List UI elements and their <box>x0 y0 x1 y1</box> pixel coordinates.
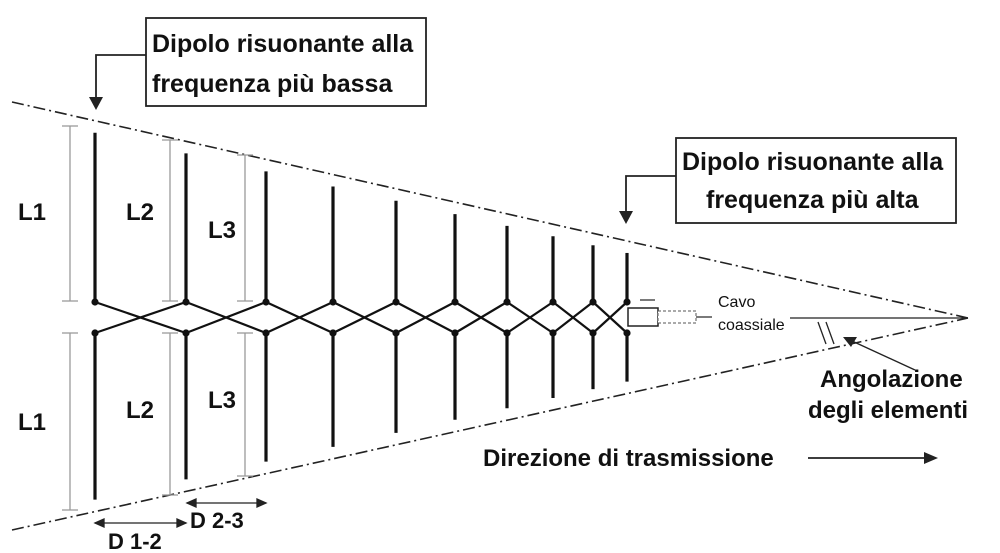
angle-label-line1: Angolazione <box>820 366 963 393</box>
feed-line-segment <box>552 301 594 334</box>
arrow-down-icon <box>89 97 103 110</box>
crossed-feed-lines <box>94 300 628 335</box>
label-l1-top: L1 <box>18 199 46 226</box>
angle-pointer-arrow <box>843 337 916 371</box>
feed-line-segment <box>395 301 456 334</box>
label-l3-top: L3 <box>208 217 236 244</box>
feed-line-segment <box>454 301 508 334</box>
feed-line-segment <box>94 300 187 335</box>
cable-label-line2: coassiale <box>718 317 785 334</box>
feed-line-segment <box>265 301 334 334</box>
upper-envelope-line <box>11 101 969 319</box>
feed-line-segment <box>506 301 554 334</box>
dimension-l3-top <box>237 154 253 302</box>
dimension-l3-bottom <box>237 332 253 477</box>
coax-connector <box>627 299 712 327</box>
angle-marker <box>817 321 835 345</box>
dimension-l2-bottom <box>162 332 178 496</box>
feed-line-segment <box>592 301 628 334</box>
label-d23: D 2-3 <box>190 508 244 533</box>
feed-line-segment <box>185 300 267 335</box>
dimension-d12 <box>93 517 188 529</box>
label-d12: D 1-2 <box>108 529 162 553</box>
lower-envelope-line <box>11 317 969 531</box>
callout-highest-frequency: Dipolo risuonante alla frequenza più alt… <box>619 137 957 224</box>
callout-high-line1: Dipolo risuonante alla <box>682 148 944 176</box>
callout-lowest-frequency: Dipolo risuonante alla frequenza più bas… <box>89 17 427 110</box>
callout-low-line1: Dipolo risuonante alla <box>152 30 414 58</box>
dipole-elements <box>91 132 631 500</box>
direction-arrow <box>808 452 938 464</box>
callout-high-line2: frequenza più alta <box>706 186 920 214</box>
dimension-l1-bottom <box>62 332 78 511</box>
direction-label: Direzione di trasmissione <box>483 445 774 472</box>
arrow-down-icon <box>619 211 633 224</box>
feed-line-segment <box>332 301 397 334</box>
dimension-d23 <box>185 497 268 509</box>
label-l2-top: L2 <box>126 199 154 226</box>
arrow-right-icon <box>924 452 938 464</box>
dimension-l1-top <box>62 125 78 302</box>
label-l3-bottom: L3 <box>208 387 236 414</box>
label-l1-bottom: L1 <box>18 409 46 436</box>
arrow-left-icon <box>843 337 857 347</box>
dimension-l2-top <box>162 139 178 302</box>
angle-label-line2: degli elementi <box>808 397 968 424</box>
cable-label-line1: Cavo <box>718 294 755 311</box>
callout-low-line2: frequenza più bassa <box>152 70 393 98</box>
label-l2-bottom: L2 <box>126 397 154 424</box>
